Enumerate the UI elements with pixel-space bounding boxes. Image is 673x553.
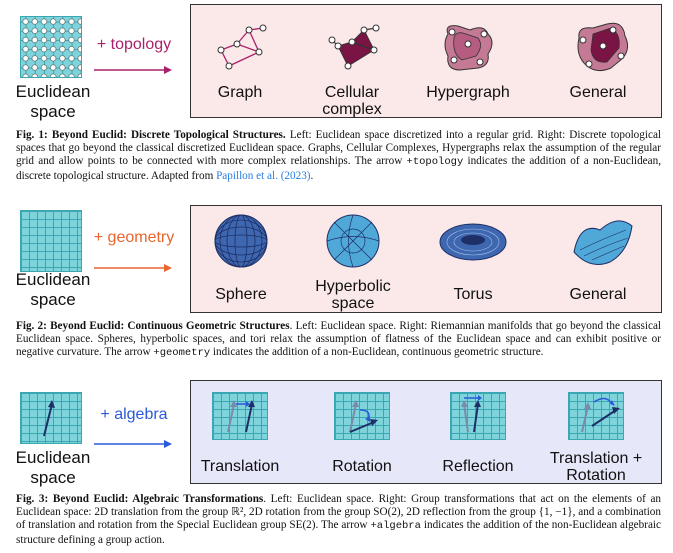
fig1-ref-link[interactable]: Papillon et al. (2023) (216, 169, 311, 182)
fig3-item-rotation: Rotation (332, 458, 392, 475)
transrot-grid-icon (568, 392, 624, 440)
cellular-complex-icon (328, 24, 380, 70)
fig3-item-transrot: Translation +Rotation (549, 450, 643, 484)
sphere-icon (214, 214, 268, 268)
fig1-op-label: + topology (96, 36, 172, 53)
fig1-arrow-icon (94, 66, 172, 74)
rotation-grid-icon (334, 392, 390, 440)
fig2-arrow-icon (94, 264, 172, 272)
fig2-item-torus: Torus (453, 286, 493, 303)
fig3-caption: Fig. 3: Beyond Euclid: Algebraic Transfo… (16, 493, 662, 546)
fig1-item-hypergraph: Hypergraph (426, 84, 510, 101)
fig3-vector-icon (43, 400, 55, 437)
fig2-item-sphere: Sphere (215, 286, 267, 303)
reflection-vectors-icon (461, 395, 482, 433)
graph-icon (217, 24, 267, 70)
hyperbolic-disk-icon (326, 214, 380, 268)
hypergraph-icon (444, 25, 493, 71)
fig2-caption: Fig. 2: Beyond Euclid: Continuous Geomet… (16, 320, 662, 360)
fig1-caption: Fig. 1: Beyond Euclid: Discrete Topologi… (16, 129, 662, 182)
fig2-item-general: General (569, 286, 627, 303)
fig3-item-translation: Translation (200, 458, 280, 475)
fig1-item-graph: Graph (217, 84, 263, 101)
fig2-op-label: + geometry (93, 229, 175, 246)
torus-icon (439, 223, 507, 261)
general-topology-icon (577, 22, 629, 72)
translation-grid-icon (212, 392, 268, 440)
translation-vectors-icon (227, 400, 255, 433)
fig2-grid-icon (20, 210, 82, 272)
transrot-vectors-icon (581, 397, 620, 433)
fig3-item-reflection: Reflection (442, 458, 514, 475)
fig3-grid-icon (20, 392, 82, 444)
fig1-grid-icon (20, 16, 82, 78)
fig1-item-general: General (569, 84, 627, 101)
general-surface-icon (573, 220, 633, 265)
rotation-vectors-icon (349, 400, 378, 433)
fig3-op-label: + algebra (100, 406, 168, 423)
fig3-arrow-icon (94, 440, 172, 448)
